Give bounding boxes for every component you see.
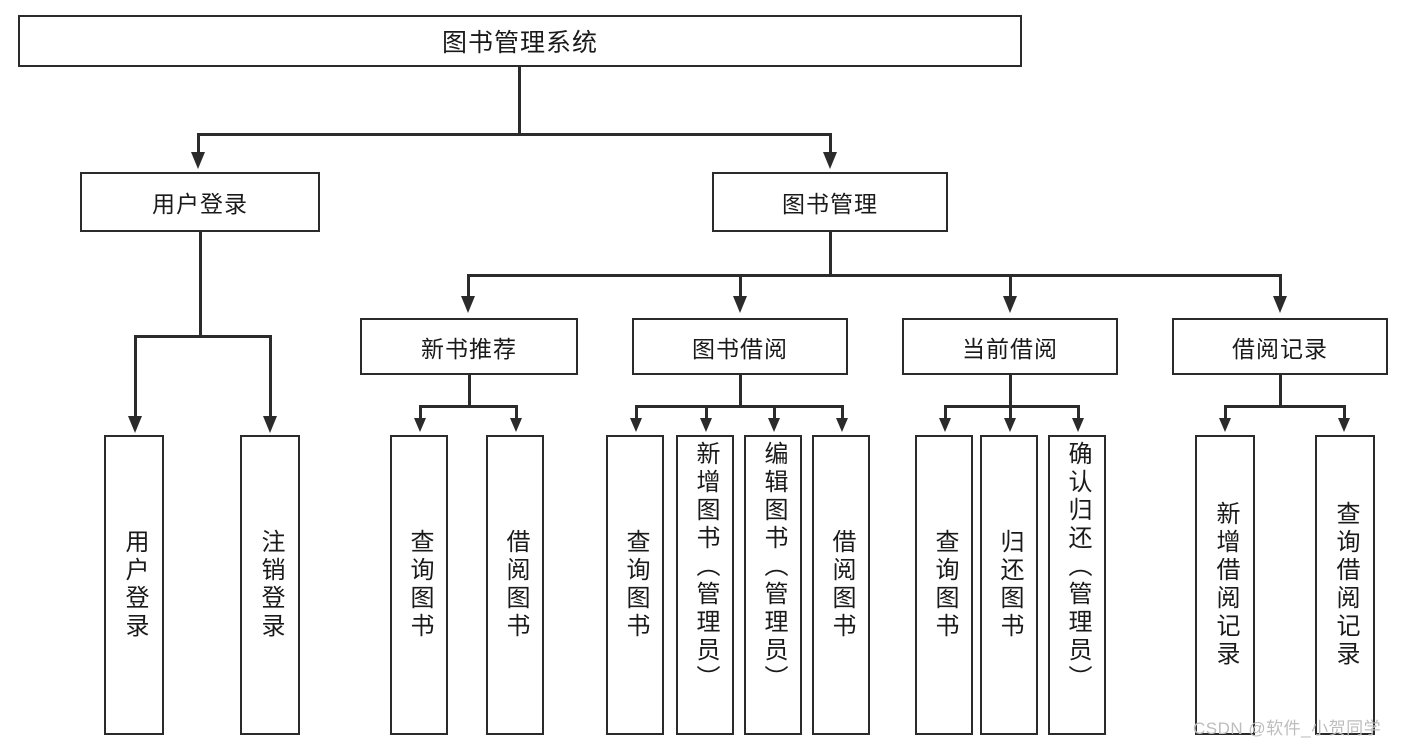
node-new-book-recommend[interactable]: 新书推荐 — [360, 318, 578, 375]
arrow-leaf-add-record — [1219, 418, 1231, 432]
connector-book-borrow-drop-2 — [705, 405, 708, 419]
leaf-edit-book-admin[interactable]: 编辑图书（管理员） — [744, 435, 802, 735]
connector-borrow-record-stem — [1279, 375, 1282, 407]
arrow-to-book-manage — [823, 152, 837, 169]
connector-to-user-login — [197, 133, 200, 155]
connector-borrow-record-bar — [1224, 405, 1345, 408]
connector-lvl3-drop-4 — [1279, 274, 1282, 299]
arrow-to-user-login — [191, 152, 205, 169]
arrow-leaf-query-book-3 — [939, 418, 951, 432]
node-book-borrow[interactable]: 图书借阅 — [632, 318, 848, 375]
node-label: 查询图书 — [406, 529, 433, 641]
arrow-leaf-query-book-1 — [414, 418, 426, 432]
leaf-query-book-borrow[interactable]: 查询图书 — [606, 435, 664, 735]
connector-book-manage-bar — [467, 274, 1280, 277]
node-label: 查询图书 — [622, 529, 649, 641]
node-label: 图书借阅 — [692, 335, 788, 362]
arrow-leaf-query-record — [1338, 418, 1350, 432]
leaf-borrow-book-new-recommend[interactable]: 借阅图书 — [486, 435, 544, 735]
node-label: 归还图书 — [996, 529, 1023, 641]
arrow-leaf-query-book-2 — [630, 418, 642, 432]
connector-book-borrow-drop-4 — [841, 405, 844, 419]
arrow-lvl3-borrow-record — [1273, 296, 1287, 313]
leaf-add-borrow-record[interactable]: 新增借阅记录 — [1195, 435, 1255, 735]
arrow-lvl3-book-borrow — [733, 296, 747, 313]
node-label: 借阅图书 — [502, 529, 529, 641]
node-book-management[interactable]: 图书管理 — [712, 172, 948, 232]
node-label: 图书管理系统 — [441, 29, 598, 57]
leaf-query-borrow-record[interactable]: 查询借阅记录 — [1315, 435, 1375, 735]
node-label: 新书推荐 — [421, 335, 517, 362]
connector-lvl3-drop-3 — [1009, 274, 1012, 299]
csdn-watermark: CSDN @软件_小贺同学 — [1193, 719, 1382, 738]
node-borrow-record[interactable]: 借阅记录 — [1172, 318, 1388, 375]
connector-book-borrow-stem — [739, 375, 742, 407]
node-label: 用户登录 — [152, 191, 248, 217]
leaf-logout-login[interactable]: 注销登录 — [240, 435, 300, 735]
arrow-leaf-confirm-return — [1072, 418, 1084, 432]
connector-to-book-manage — [829, 133, 832, 155]
node-label: 借阅图书 — [828, 529, 855, 641]
connector-book-borrow-drop-3 — [773, 405, 776, 419]
node-label: 编辑图书（管理员） — [760, 441, 787, 693]
node-label: 注销登录 — [257, 529, 284, 641]
connector-current-borrow-drop-1 — [944, 405, 947, 419]
node-label: 确认归还（管理员） — [1064, 441, 1091, 693]
connector-root-stem — [518, 67, 521, 135]
leaf-user-login[interactable]: 用户登录 — [104, 435, 164, 735]
arrow-leaf-return-book — [1004, 418, 1016, 432]
connector-user-login-drop-2 — [269, 335, 272, 419]
arrow-lvl3-current-borrow — [1003, 296, 1017, 313]
connector-book-borrow-bar — [635, 405, 843, 408]
connector-new-book-bar — [419, 405, 518, 408]
arrow-leaf-user-login — [128, 416, 142, 433]
node-current-borrow[interactable]: 当前借阅 — [902, 318, 1118, 375]
leaf-confirm-return-admin[interactable]: 确认归还（管理员） — [1048, 435, 1106, 735]
connector-user-login-bar — [134, 335, 271, 338]
arrow-leaf-edit-book — [768, 418, 780, 432]
arrow-leaf-add-book — [700, 418, 712, 432]
node-label: 借阅记录 — [1232, 335, 1328, 362]
connector-new-book-stem — [468, 375, 471, 407]
node-label: 用户登录 — [121, 529, 148, 641]
leaf-query-book-current[interactable]: 查询图书 — [915, 435, 973, 735]
connector-current-borrow-stem — [1009, 375, 1012, 407]
connector-book-manage-stem — [829, 232, 832, 277]
connector-lvl3-drop-2 — [739, 274, 742, 299]
connector-borrow-record-drop-1 — [1224, 405, 1227, 419]
connector-new-book-drop-2 — [515, 405, 518, 419]
arrow-lvl3-new-book — [461, 296, 475, 313]
connector-user-login-drop-1 — [134, 335, 137, 419]
connector-current-borrow-drop-3 — [1077, 405, 1080, 419]
arrow-leaf-borrow-book-1 — [510, 418, 522, 432]
node-label: 查询图书 — [931, 529, 958, 641]
leaf-add-book-admin[interactable]: 新增图书（管理员） — [676, 435, 734, 735]
connector-borrow-record-drop-2 — [1343, 405, 1346, 419]
connector-new-book-drop-1 — [419, 405, 422, 419]
arrow-leaf-borrow-book-2 — [836, 418, 848, 432]
node-label: 新增图书（管理员） — [692, 441, 719, 693]
leaf-return-book[interactable]: 归还图书 — [980, 435, 1038, 735]
connector-book-borrow-drop-1 — [635, 405, 638, 419]
node-user-login[interactable]: 用户登录 — [80, 172, 320, 232]
connector-root-bar — [197, 133, 831, 136]
arrow-leaf-logout — [263, 416, 277, 433]
node-label: 图书管理 — [782, 191, 878, 217]
connector-user-login-stem — [199, 232, 202, 337]
leaf-borrow-book[interactable]: 借阅图书 — [812, 435, 870, 735]
node-root-system[interactable]: 图书管理系统 — [18, 15, 1022, 67]
node-label: 新增借阅记录 — [1212, 501, 1239, 669]
connector-lvl3-drop-1 — [467, 274, 470, 299]
node-label: 查询借阅记录 — [1332, 501, 1359, 669]
connector-current-borrow-drop-2 — [1009, 405, 1012, 419]
leaf-query-book-new-recommend[interactable]: 查询图书 — [390, 435, 448, 735]
node-label: 当前借阅 — [962, 335, 1058, 362]
